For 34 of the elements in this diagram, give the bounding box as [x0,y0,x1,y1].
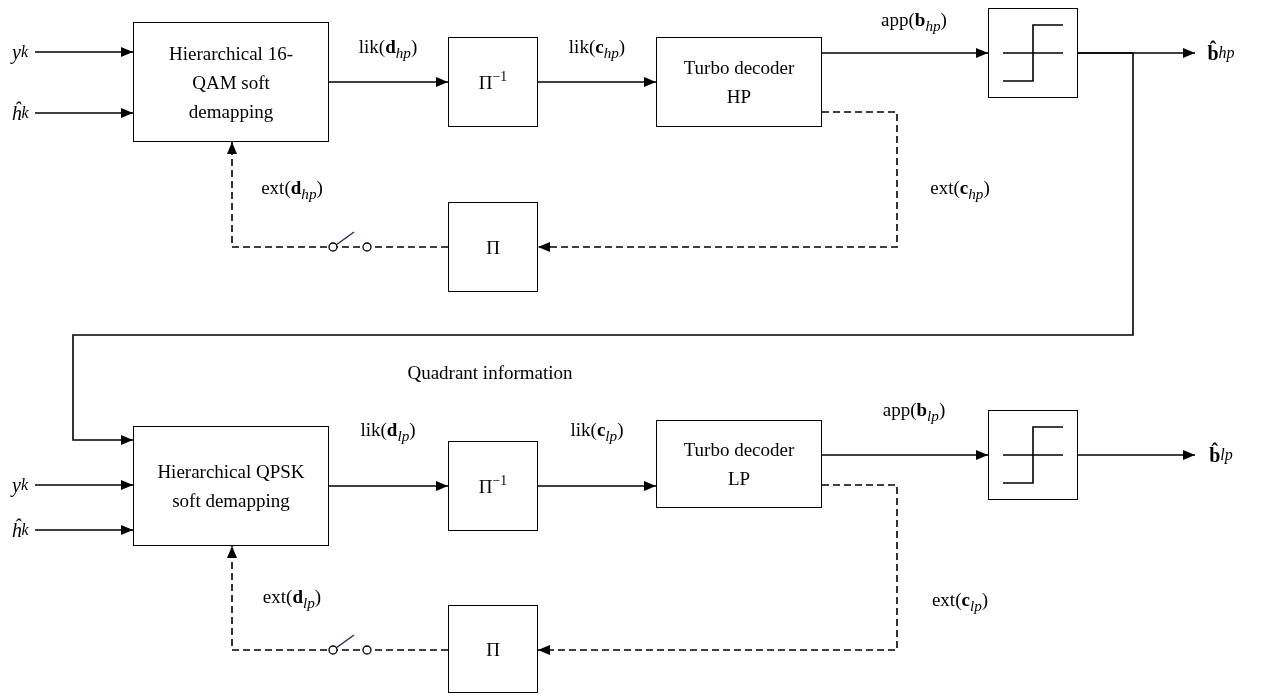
signal-arrow [34,480,134,490]
block-label: Π$^{−1}$ [478,68,508,95]
signal-arrow [34,108,134,118]
signal-arrow [34,47,134,57]
signal-arrow [537,481,657,491]
signal-arrow [1077,450,1196,460]
process-box [656,37,822,127]
feedback-arrow [537,484,898,655]
block-label: Turbo decoder HP [682,56,796,109]
hard-decision-box [988,410,1078,500]
feedback-arrow [227,141,449,248]
process-box [448,37,538,127]
process-box [133,22,329,142]
process-box [656,420,822,508]
signal-arrow [537,77,657,87]
feedback-arrow [227,545,449,651]
block-label: Hierarchical QPSK soft demapping [156,460,306,513]
feedback-arrow [537,111,898,252]
signal-arrow [328,481,449,491]
block-label: Hierarchical 16-QAM soft demapping [168,41,294,124]
process-box [448,605,538,693]
process-box [448,441,538,531]
signal-arrow [821,450,989,460]
block-label: Π$^{−1}$ [478,472,508,499]
signal-arrow [34,525,134,535]
signal-arrow [328,77,449,87]
process-box [448,202,538,292]
signal-arrow [821,48,989,58]
signal-arrow [72,52,1134,445]
block-label: Turbo decoder LP [682,438,796,491]
hard-decision-box [988,8,1078,98]
process-box [133,426,329,546]
block-label: Π [486,235,500,260]
block-label: Π [486,637,500,662]
